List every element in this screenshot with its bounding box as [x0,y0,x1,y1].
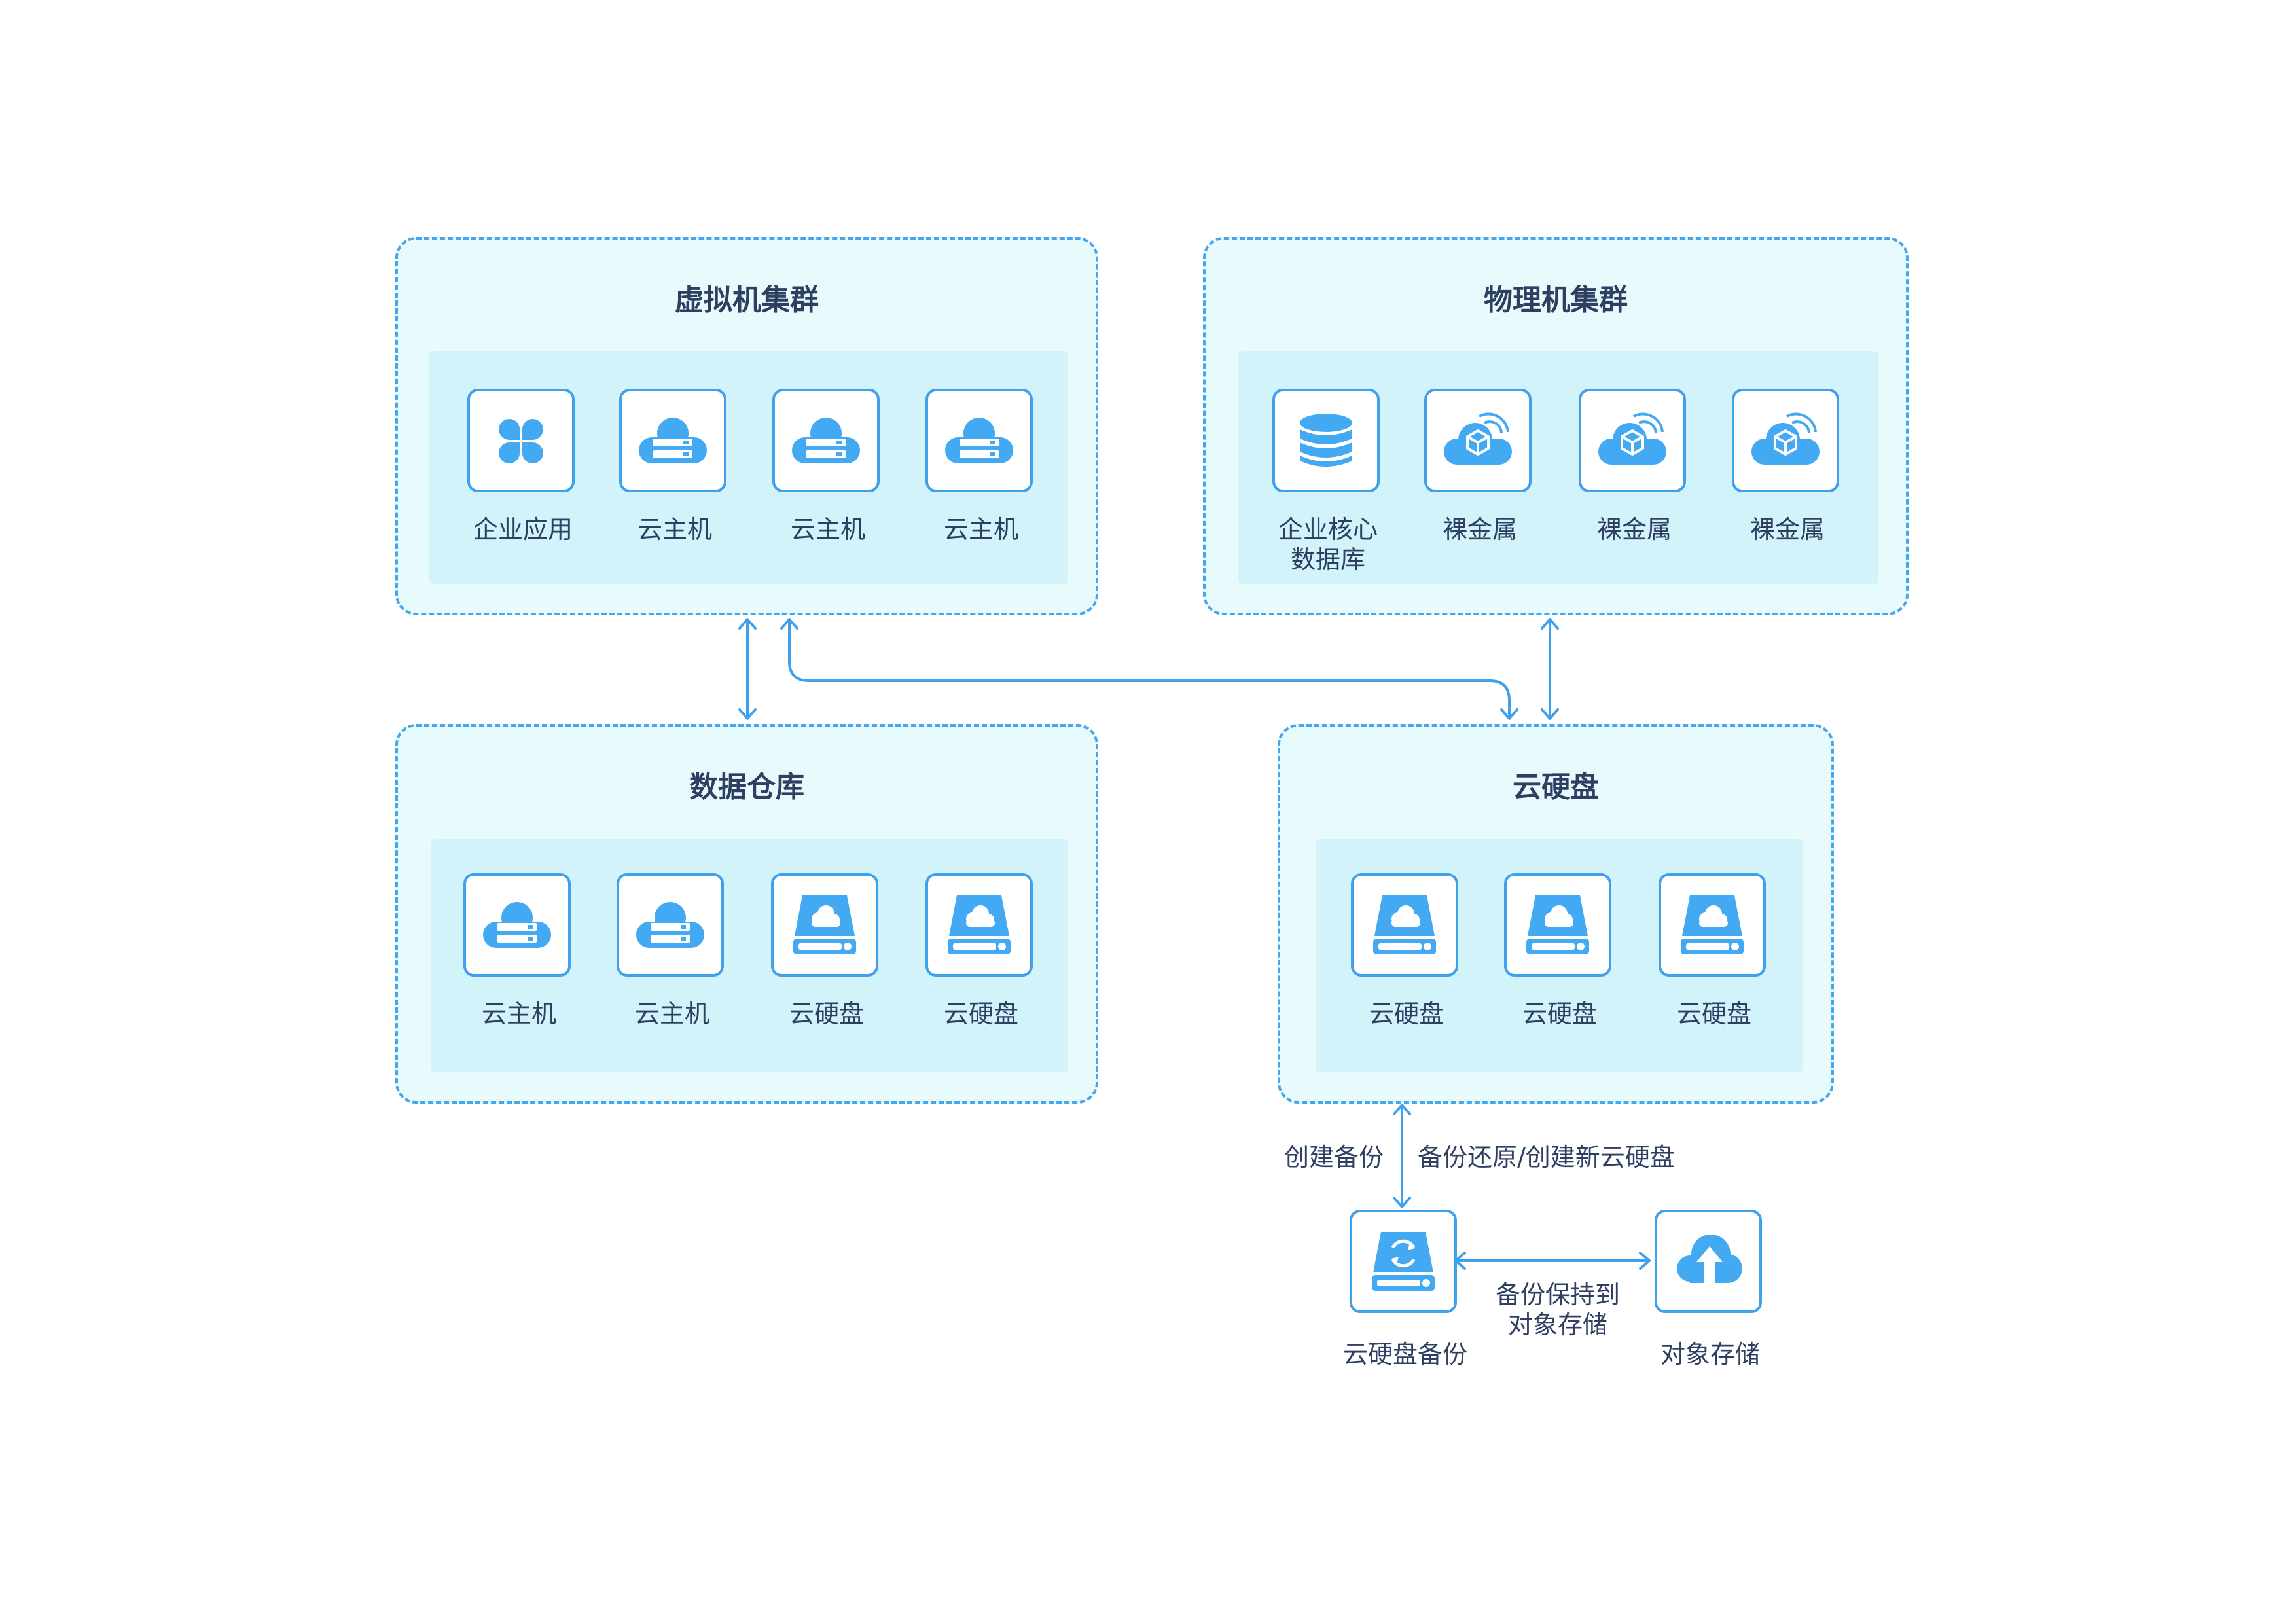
arrow-physical-to-cloud-disk [1541,618,1559,720]
vm-cluster-title: 虚拟机集群 [675,283,819,317]
node-label: 企业核心 数据库 [1278,515,1378,574]
bare-metal-cloud-icon [1424,389,1532,492]
cloud-disk-icon [1351,873,1458,977]
vm-cluster-panel: 企业应用 云主机 云主机 云主机 [429,351,1068,584]
vm-cluster: 虚拟机集群 企业应用 云主机 云主机 云主机 [395,237,1098,615]
node-label: 裸金属 [1442,515,1517,544]
cloud-server-icon [617,873,724,977]
bare-metal-cloud-icon [1579,389,1686,492]
cloud-server-icon [772,389,880,492]
cloud-server-icon [463,873,571,977]
data-warehouse-cluster: 数据仓库 云主机 云主机 云硬盘 云硬盘 [395,724,1098,1104]
node-label: 云主机 [481,1000,556,1028]
node-label: 企业应用 [473,515,573,544]
node-label: 对象存储 [1660,1340,1760,1369]
cloud-disk-icon [925,873,1033,977]
node-label: 裸金属 [1596,515,1672,544]
node-label: 云主机 [637,515,712,544]
bare-metal-cloud-icon [1732,389,1839,492]
node-label: 云硬盘 [789,1000,864,1028]
data-warehouse-title: 数据仓库 [689,770,804,804]
node-label: 云硬盘 [1522,1000,1597,1028]
data-warehouse-panel: 云主机 云主机 云硬盘 云硬盘 [431,839,1068,1072]
physical-cluster: 物理机集群 企业核心 数据库 裸金属 裸金属 裸金属 [1203,237,1909,615]
node-label: 云硬盘 [1369,1000,1444,1028]
cloud-disk-icon [1504,873,1611,977]
arrow-vm-to-warehouse [738,618,757,720]
database-icon [1272,389,1380,492]
cloud-disk-cluster: 云硬盘 云硬盘 云硬盘 云硬盘 [1278,724,1834,1104]
node-label: 云主机 [943,515,1018,544]
arrow-cloud-disk-to-backup [1393,1104,1411,1208]
save-to-object-storage-label: 备份保持到 对象存储 [1495,1280,1620,1339]
cloud-server-icon [925,389,1033,492]
cloud-upload-icon [1655,1210,1762,1313]
cloud-disk-icon [771,873,878,977]
node-label: 裸金属 [1749,515,1825,544]
create-backup-label: 创建备份 [1284,1143,1384,1172]
physical-cluster-panel: 企业核心 数据库 裸金属 裸金属 裸金属 [1238,351,1878,584]
cloud-disk-panel: 云硬盘 云硬盘 云硬盘 [1316,839,1803,1072]
arrow-backup-to-object-storage [1454,1252,1651,1270]
node-label: 云硬盘 [1676,1000,1751,1028]
cloud-disk-cluster-title: 云硬盘 [1513,770,1599,804]
app-grid-icon [467,389,575,492]
node-label: 云主机 [790,515,865,544]
physical-cluster-title: 物理机集群 [1484,283,1628,317]
disk-backup-icon [1350,1210,1457,1313]
cloud-server-icon [619,389,726,492]
cloud-disk-icon [1659,873,1766,977]
restore-backup-label: 备份还原/创建新云硬盘 [1418,1143,1675,1172]
arrow-vm-to-cloud-disk [780,618,1518,720]
node-label: 云主机 [634,1000,709,1028]
node-label: 云硬盘备份 [1342,1340,1467,1369]
node-label: 云硬盘 [943,1000,1018,1028]
